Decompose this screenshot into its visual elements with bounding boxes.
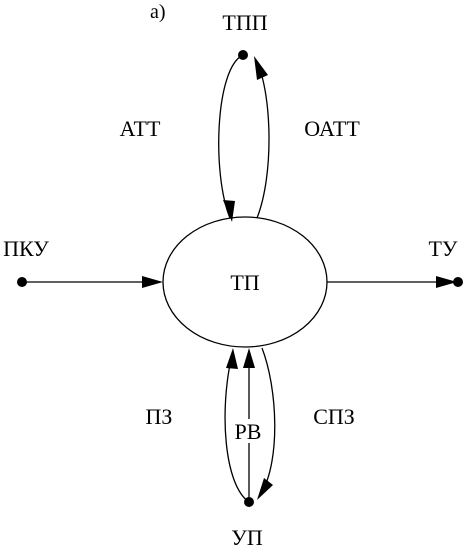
edge-bottom-right [261, 347, 276, 493]
edge-top-right [256, 61, 270, 219]
right-node-label: ТУ [428, 236, 457, 261]
bottom-node-label: УП [231, 525, 263, 550]
arrowhead-right [436, 276, 457, 288]
edge-label-top-right: ОАТТ [304, 116, 360, 141]
right-node-dot [453, 277, 463, 287]
top-node-label: ТПП [222, 10, 267, 35]
edge-bottom-left [224, 354, 250, 503]
arrowhead-left [142, 276, 163, 288]
center-node-label: ТП [230, 270, 259, 295]
edge-label-top-left: АТТ [120, 116, 161, 141]
edge-label-bottom-right: СПЗ [313, 404, 355, 429]
edge-label-bottom-left: ПЗ [146, 404, 173, 429]
arrowhead-bottom-left [226, 348, 238, 369]
arrowhead-top-right [254, 56, 268, 80]
arrowhead-bottom-right [257, 478, 273, 500]
arrowhead-bottom-middle [243, 348, 255, 368]
edge-top-left [218, 54, 244, 219]
panel-label: а) [150, 1, 166, 23]
left-node-label: ПКУ [3, 236, 49, 261]
arrowhead-top-left [223, 200, 235, 222]
edge-label-bottom-middle: РВ [235, 419, 262, 444]
edge-label-bottom-middle-bg [230, 419, 266, 443]
